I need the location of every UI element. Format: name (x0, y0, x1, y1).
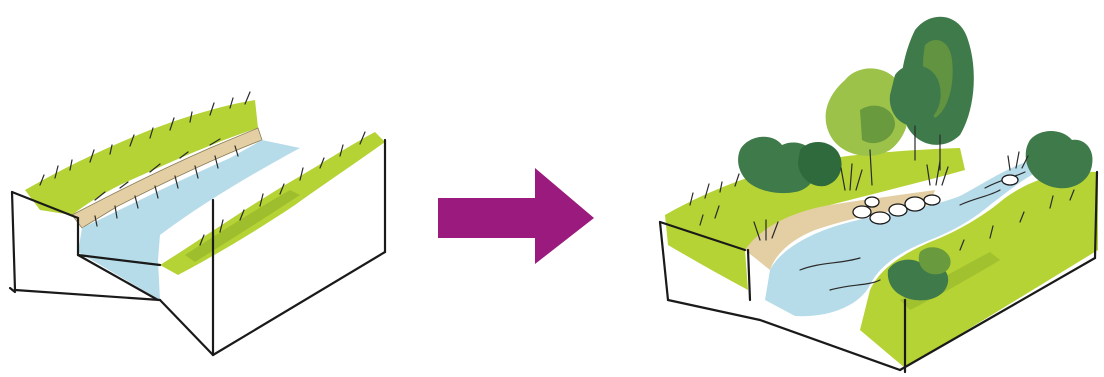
before-panel (10, 92, 385, 355)
arrow-shape (438, 168, 594, 264)
transform-arrow (438, 168, 594, 264)
after-panel (660, 17, 1098, 372)
